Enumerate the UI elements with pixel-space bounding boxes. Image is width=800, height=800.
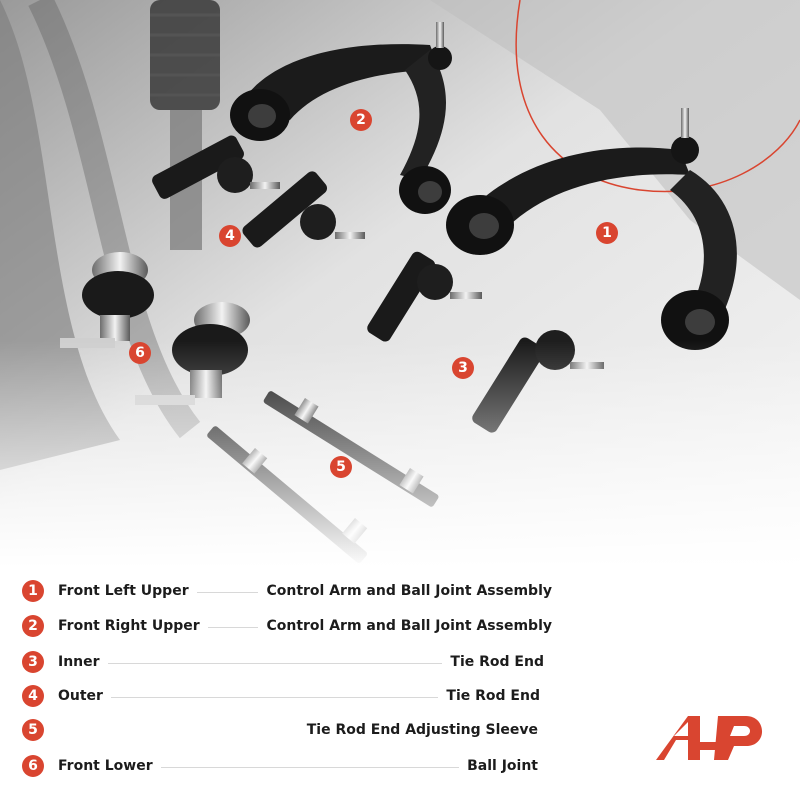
legend-row-3: 3 Inner Tie Rod End bbox=[22, 650, 544, 674]
legend-left-label: Front Right Upper bbox=[58, 618, 200, 634]
legend-badge: 5 bbox=[22, 719, 44, 741]
leader-line bbox=[160, 766, 460, 768]
legend-row-1: 1 Front Left Upper Control Arm and Ball … bbox=[22, 579, 552, 603]
legend-right-label: Control Arm and Ball Joint Assembly bbox=[266, 618, 552, 634]
callout-badge-2: 2 bbox=[350, 109, 372, 131]
legend-right-label: Control Arm and Ball Joint Assembly bbox=[266, 583, 552, 599]
leader-line bbox=[110, 696, 439, 698]
legend-badge: 6 bbox=[22, 755, 44, 777]
callout-badge-1: 1 bbox=[596, 222, 618, 244]
callout-badge-6: 6 bbox=[129, 342, 151, 364]
logo-mark bbox=[656, 716, 763, 760]
leader-line bbox=[207, 626, 259, 628]
legend-badge: 1 bbox=[22, 580, 44, 602]
legend-row-6: 6 Front Lower Ball Joint bbox=[22, 754, 538, 778]
callout-badge-3: 3 bbox=[452, 357, 474, 379]
product-illustration bbox=[0, 0, 800, 568]
leader-line bbox=[196, 591, 259, 593]
legend-right-label: Ball Joint bbox=[467, 758, 538, 774]
callout-badge-4: 4 bbox=[219, 225, 241, 247]
bottom-fade bbox=[0, 0, 800, 568]
parts-legend: 1 Front Left Upper Control Arm and Ball … bbox=[0, 575, 800, 800]
legend-badge: 4 bbox=[22, 685, 44, 707]
legend-row-5: 5 Tie Rod End Adjusting Sleeve bbox=[22, 718, 538, 742]
legend-left-label: Front Left Upper bbox=[58, 583, 189, 599]
leader-line bbox=[107, 662, 443, 664]
legend-right-label: Tie Rod End bbox=[446, 688, 540, 704]
ap-logo-icon bbox=[650, 710, 772, 766]
legend-badge: 2 bbox=[22, 615, 44, 637]
legend-left-label: Inner bbox=[58, 654, 100, 670]
callout-badge-5: 5 bbox=[330, 456, 352, 478]
legend-row-2: 2 Front Right Upper Control Arm and Ball… bbox=[22, 614, 552, 638]
legend-row-4: 4 Outer Tie Rod End bbox=[22, 684, 540, 708]
legend-right-label: Tie Rod End bbox=[450, 654, 544, 670]
legend-left-label: Front Lower bbox=[58, 758, 153, 774]
legend-right-label: Tie Rod End Adjusting Sleeve bbox=[306, 722, 538, 738]
legend-left-label: Outer bbox=[58, 688, 103, 704]
product-photo: 2 1 4 6 3 5 bbox=[0, 0, 800, 568]
legend-badge: 3 bbox=[22, 651, 44, 673]
